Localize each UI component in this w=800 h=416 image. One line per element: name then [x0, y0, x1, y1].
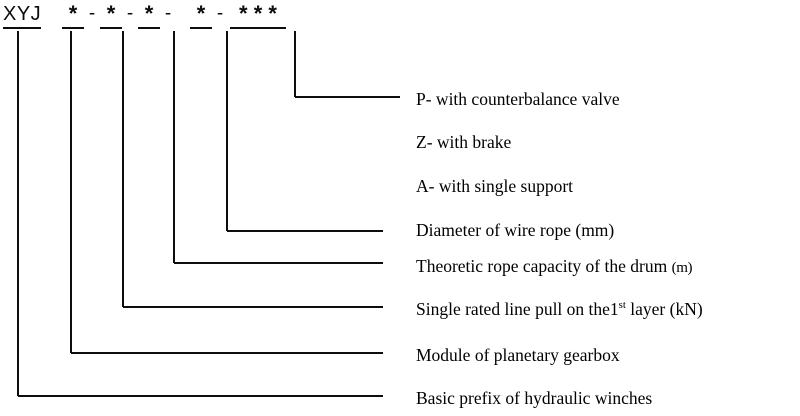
description-label-single-support: A- with single support — [416, 176, 574, 196]
code-token-underline — [190, 27, 212, 29]
code-token-underline — [230, 27, 286, 29]
unit-metre: (m) — [671, 260, 693, 276]
code-token-dash-2: - — [86, 2, 98, 26]
code-token-prefix-0: XYJ — [3, 2, 41, 29]
description-label-basic-prefix: Basic prefix of hydraulic winches — [416, 388, 653, 408]
description-label-line-pull: Single rated line pull on the1st layer (… — [416, 299, 703, 319]
code-token-dash-6: - — [162, 2, 174, 26]
description-label-brake: Z- with brake — [416, 132, 512, 152]
code-token-text: - — [88, 3, 96, 24]
description-label-counterbalance-valve: P- with counterbalance valve — [416, 89, 620, 109]
code-token-text: * * * — [239, 1, 277, 26]
code-token-text: * — [68, 1, 78, 26]
code-token-underline — [100, 27, 122, 29]
code-token-star-1: * — [62, 2, 84, 29]
code-token-dash-8: - — [214, 2, 226, 26]
code-token-text: * — [144, 1, 154, 26]
code-token-underline — [62, 27, 84, 29]
description-label-planetary-gearbox: Module of planetary gearbox — [416, 345, 620, 365]
code-token-star-3: * — [100, 2, 122, 29]
code-token-text: * — [106, 1, 116, 26]
description-label-rope-capacity: Theoretic rope capacity of the drum (m) — [416, 256, 693, 276]
code-token-star-7: * — [190, 2, 212, 29]
code-token-underline — [138, 27, 160, 29]
model-code-string: XYJ*-*-*-*-* * * — [0, 0, 800, 34]
code-token-dash-4: - — [124, 2, 136, 26]
code-token-text: * — [196, 1, 206, 26]
code-token-text: XYJ — [3, 3, 42, 25]
ordinal-suffix: st — [618, 299, 626, 312]
code-token-text: - — [216, 3, 224, 24]
description-label-wire-rope-diameter: Diameter of wire rope (mm) — [416, 220, 615, 240]
code-token-underline — [3, 27, 41, 29]
code-token-star-5: * — [138, 2, 160, 29]
code-token-text: - — [164, 3, 172, 24]
code-token-star-9: * * * — [230, 2, 286, 29]
code-token-text: - — [126, 3, 134, 24]
